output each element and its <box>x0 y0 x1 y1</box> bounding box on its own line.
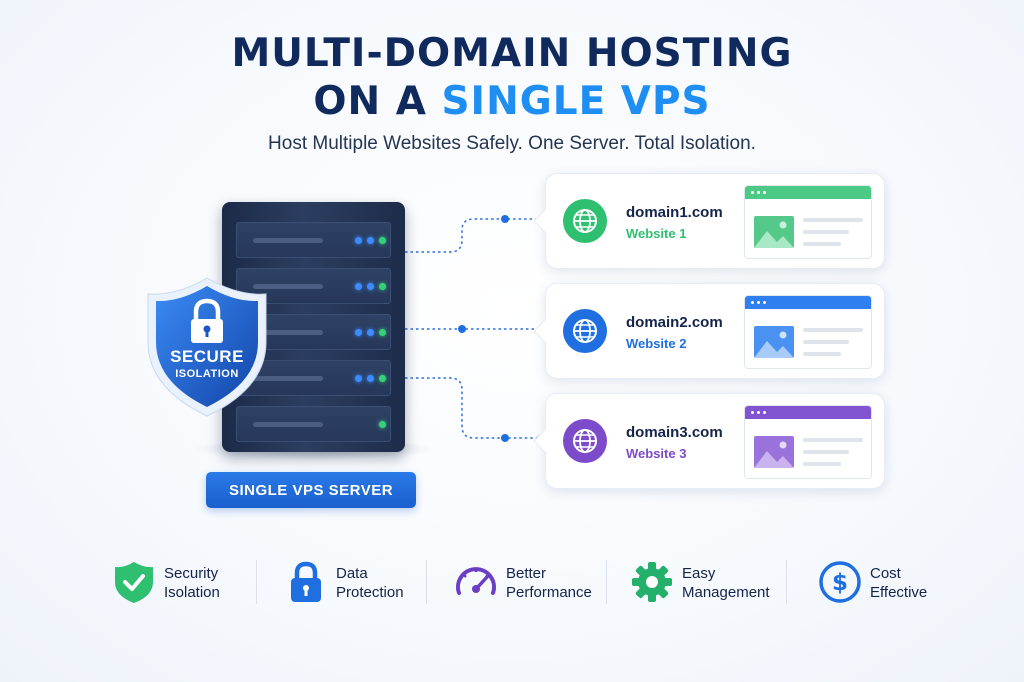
website-preview <box>744 185 872 259</box>
title-prefix: ON A <box>313 79 442 124</box>
connector-1 <box>405 218 540 253</box>
padlock-icon <box>291 561 321 602</box>
title-accent: SINGLE VPS <box>441 79 711 124</box>
domain-name: domain2.com <box>626 314 723 331</box>
website-label: Website 2 <box>626 336 687 351</box>
secure-isolation-shield <box>147 277 267 417</box>
feature-subtitle: Isolation <box>164 584 220 601</box>
image-icon <box>754 436 794 468</box>
vps-server-label: SINGLE VPS SERVER <box>206 472 416 508</box>
feature-title: Easy <box>682 565 716 582</box>
feature-title: Security <box>164 565 219 582</box>
feature-divider <box>786 560 787 604</box>
feature-title: Data <box>336 565 368 582</box>
website-label: Website 3 <box>626 446 687 461</box>
website-preview <box>744 295 872 369</box>
connector-node-3 <box>501 434 509 442</box>
feature-title: Better <box>506 565 547 582</box>
domain-card-1: domain1.com Website 1 <box>533 173 885 269</box>
domain-card-3: domain3.com Website 3 <box>533 393 885 489</box>
page-title-line-1: MULTI-DOMAIN HOSTING <box>231 31 793 76</box>
feature-subtitle: Management <box>682 584 770 601</box>
server-unit-1 <box>236 222 391 258</box>
feature-subtitle: Effective <box>870 584 928 601</box>
website-label: Website 1 <box>626 226 687 241</box>
domain-name: domain1.com <box>626 204 723 221</box>
connector-node-1 <box>501 215 509 223</box>
domain-name: domain3.com <box>626 424 723 441</box>
feature-divider <box>426 560 427 604</box>
website-preview <box>744 405 872 479</box>
globe-icon <box>563 199 607 243</box>
image-icon <box>754 326 794 358</box>
shield-label-secure: SECURE <box>170 347 244 366</box>
shield-label-isolation: ISOLATION <box>175 368 239 380</box>
page-title-line-2: ON A SINGLE VPS <box>0 82 1024 121</box>
gear-icon <box>632 562 672 602</box>
connector-3 <box>405 377 540 439</box>
image-icon <box>754 216 794 248</box>
globe-icon <box>563 419 607 463</box>
server-unit-5 <box>236 406 391 442</box>
globe-icon <box>563 309 607 353</box>
shield-check-icon <box>115 562 153 603</box>
domain-card-2: domain2.com Website 2 <box>533 283 885 379</box>
feature-subtitle: Protection <box>336 584 404 601</box>
speedometer-icon <box>456 567 496 595</box>
feature-divider <box>606 560 607 604</box>
svg-text:$: $ <box>832 570 848 596</box>
feature-divider <box>256 560 257 604</box>
page-subtitle: Host Multiple Websites Safely. One Serve… <box>268 133 756 154</box>
padlock-icon <box>191 298 223 343</box>
feature-subtitle: Performance <box>506 584 592 601</box>
dollar-icon: $ <box>819 561 861 603</box>
connector-node-2 <box>458 325 466 333</box>
feature-title: Cost <box>870 565 901 582</box>
